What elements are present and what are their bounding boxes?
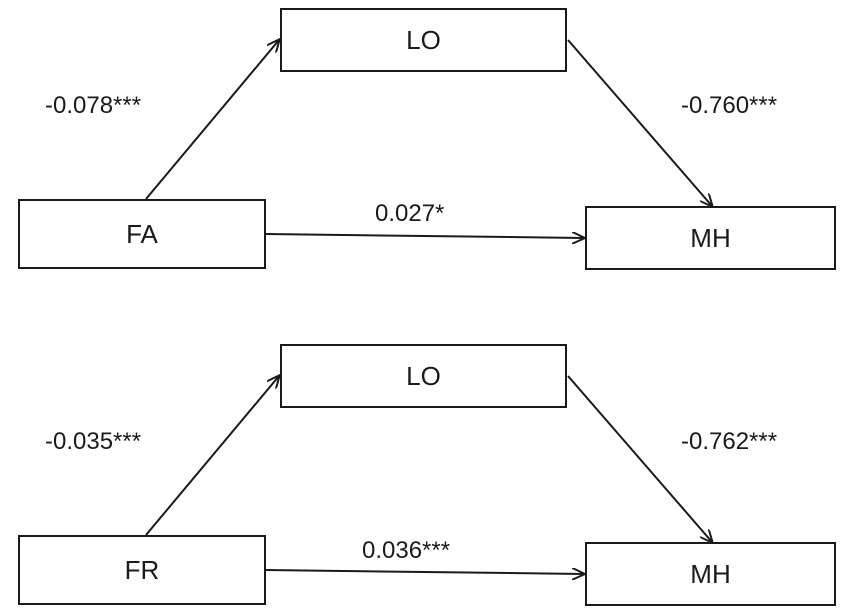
mediator-label: LO: [406, 24, 441, 55]
path-b-coefficient: -0.762***: [681, 428, 778, 455]
predictor-box: FR: [18, 535, 266, 605]
mediation-diagram-fa: LO FA MH -0.078*** -0.760*** 0.027*: [18, 0, 851, 308]
mediator-label: LO: [406, 360, 441, 391]
mediation-diagram-fr: LO FR MH -0.035*** -0.762*** 0.036***: [0, 308, 851, 616]
outcome-label: MH: [690, 558, 731, 589]
path-c-coefficient: 0.036***: [362, 537, 451, 564]
path-a-coefficient: -0.078***: [45, 92, 142, 119]
arrow-mediator-to-outcome: [567, 39, 712, 206]
mediator-box: LO: [280, 8, 567, 72]
mediator-box: LO: [280, 344, 567, 408]
predictor-label: FR: [124, 554, 160, 585]
arrow-mediator-to-outcome: [567, 375, 712, 542]
diagram-arrows: [145, 0, 851, 308]
arrow-predictor-to-outcome: [265, 234, 584, 238]
path-c-coefficient: 0.027*: [375, 200, 445, 227]
outcome-box: MH: [585, 542, 836, 606]
predictor-label: FA: [126, 218, 158, 249]
outcome-label: MH: [690, 222, 731, 253]
predictor-box: FA: [18, 199, 266, 269]
path-a-coefficient: -0.035***: [45, 428, 142, 455]
outcome-box: MH: [585, 206, 836, 270]
arrow-predictor-to-mediator: [145, 376, 279, 536]
arrow-predictor-to-mediator: [145, 40, 279, 200]
arrow-predictor-to-outcome: [265, 570, 584, 574]
path-b-coefficient: -0.760***: [681, 92, 778, 119]
diagram-arrows: [145, 308, 851, 616]
